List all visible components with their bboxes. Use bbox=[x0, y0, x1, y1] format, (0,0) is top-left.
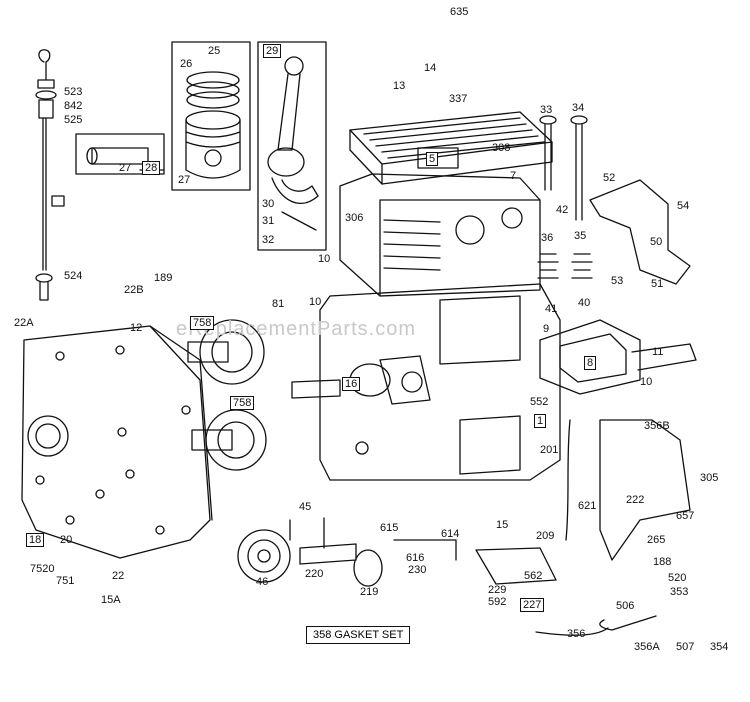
callout-1: 1 bbox=[534, 414, 547, 428]
callout-50: 50 bbox=[650, 236, 663, 248]
valves bbox=[537, 115, 691, 285]
callout-523: 523 bbox=[64, 86, 83, 98]
callout-7: 7 bbox=[510, 170, 517, 182]
callout-305: 305 bbox=[700, 472, 719, 484]
callout-40: 40 bbox=[578, 297, 591, 309]
callout-18: 18 bbox=[26, 533, 45, 547]
callout-8: 8 bbox=[584, 356, 597, 370]
callout-525: 525 bbox=[64, 114, 83, 126]
callout-552: 552 bbox=[530, 396, 549, 408]
callout-32: 32 bbox=[262, 234, 275, 246]
callout-22A: 22A bbox=[14, 317, 34, 329]
callout-209: 209 bbox=[536, 530, 555, 542]
callout-227: 227 bbox=[520, 598, 545, 612]
callout-5: 5 bbox=[426, 152, 439, 166]
callout-29: 29 bbox=[263, 44, 282, 58]
callout-356A: 356A bbox=[634, 641, 660, 653]
crankshaft bbox=[291, 355, 431, 405]
governor-linkage bbox=[393, 419, 691, 636]
callout-13: 13 bbox=[393, 80, 406, 92]
callout-45: 45 bbox=[299, 501, 312, 513]
callout-592: 592 bbox=[488, 596, 507, 608]
callout-758-lower: 758 bbox=[230, 396, 255, 410]
callout-15: 15 bbox=[496, 519, 509, 531]
callout-506: 506 bbox=[616, 600, 635, 612]
callout-265: 265 bbox=[647, 534, 666, 546]
callout-621: 621 bbox=[578, 500, 597, 512]
callout-614: 614 bbox=[441, 528, 460, 540]
callout-354: 354 bbox=[710, 641, 729, 653]
callout-27-pin: 27 bbox=[119, 162, 132, 174]
callout-219: 219 bbox=[360, 586, 379, 598]
cylinder-block bbox=[319, 173, 561, 481]
connecting-rod-group bbox=[257, 41, 327, 251]
callout-51: 51 bbox=[651, 278, 664, 290]
callout-230: 230 bbox=[408, 564, 427, 576]
callout-758-upper: 758 bbox=[190, 316, 215, 330]
callout-562: 562 bbox=[524, 570, 543, 582]
callout-615: 615 bbox=[380, 522, 399, 534]
callout-52: 52 bbox=[603, 172, 616, 184]
callout-41: 41 bbox=[545, 303, 558, 315]
callout-35: 35 bbox=[574, 230, 587, 242]
callout-7520: 7520 bbox=[30, 563, 55, 575]
callout-222: 222 bbox=[626, 494, 645, 506]
callout-353: 353 bbox=[670, 586, 689, 598]
callout-229: 229 bbox=[488, 584, 507, 596]
callout-81: 81 bbox=[272, 298, 285, 310]
watermark: eReplacementParts.com bbox=[176, 318, 416, 340]
callout-188: 188 bbox=[653, 556, 672, 568]
callout-306: 306 bbox=[345, 212, 364, 224]
callout-356B: 356B bbox=[644, 420, 670, 432]
callout-308: 308 bbox=[492, 142, 511, 154]
callout-33: 33 bbox=[540, 104, 553, 116]
callout-10-breather: 10 bbox=[309, 296, 322, 308]
callout-356: 356 bbox=[567, 628, 586, 640]
callout-337: 337 bbox=[449, 93, 468, 105]
callout-15A: 15A bbox=[101, 594, 121, 606]
callout-53: 53 bbox=[611, 275, 624, 287]
callout-10-block: 10 bbox=[318, 253, 331, 265]
dipstick-assembly bbox=[35, 49, 65, 301]
gasket-set-label: 358 GASKET SET bbox=[306, 626, 411, 644]
callout-30: 30 bbox=[262, 198, 275, 210]
callout-16: 16 bbox=[342, 377, 361, 391]
callout-34: 34 bbox=[572, 102, 585, 114]
callout-524: 524 bbox=[64, 270, 83, 282]
piston-group bbox=[75, 41, 251, 191]
callout-20: 20 bbox=[60, 534, 73, 546]
callout-14: 14 bbox=[424, 62, 437, 74]
crankcase-cover bbox=[21, 325, 213, 559]
callout-11: 11 bbox=[652, 346, 664, 358]
cam-gears bbox=[187, 319, 383, 587]
callout-12: 12 bbox=[130, 322, 143, 334]
callout-201: 201 bbox=[540, 444, 559, 456]
cylinder-head bbox=[349, 111, 553, 185]
callout-42: 42 bbox=[556, 204, 569, 216]
callout-635: 635 bbox=[450, 6, 469, 18]
callout-46: 46 bbox=[256, 576, 269, 588]
callout-36: 36 bbox=[541, 232, 554, 244]
callout-22B: 22B bbox=[124, 284, 144, 296]
callout-31: 31 bbox=[262, 215, 275, 227]
callout-26: 26 bbox=[180, 58, 193, 70]
callout-657: 657 bbox=[676, 510, 695, 522]
callout-10-cover: 10 bbox=[640, 376, 653, 388]
callout-25: 25 bbox=[208, 45, 221, 57]
callout-616: 616 bbox=[406, 552, 425, 564]
callout-22: 22 bbox=[112, 570, 125, 582]
callout-9: 9 bbox=[543, 323, 550, 335]
callout-751: 751 bbox=[56, 575, 75, 587]
callout-220: 220 bbox=[305, 568, 324, 580]
callout-28: 28 bbox=[142, 161, 161, 175]
breather bbox=[539, 319, 697, 395]
callout-520: 520 bbox=[668, 572, 687, 584]
callout-27-piston: 27 bbox=[178, 174, 191, 186]
callout-507: 507 bbox=[676, 641, 695, 653]
callout-842: 842 bbox=[64, 100, 83, 112]
callout-189: 189 bbox=[154, 272, 173, 284]
callout-54: 54 bbox=[677, 200, 690, 212]
